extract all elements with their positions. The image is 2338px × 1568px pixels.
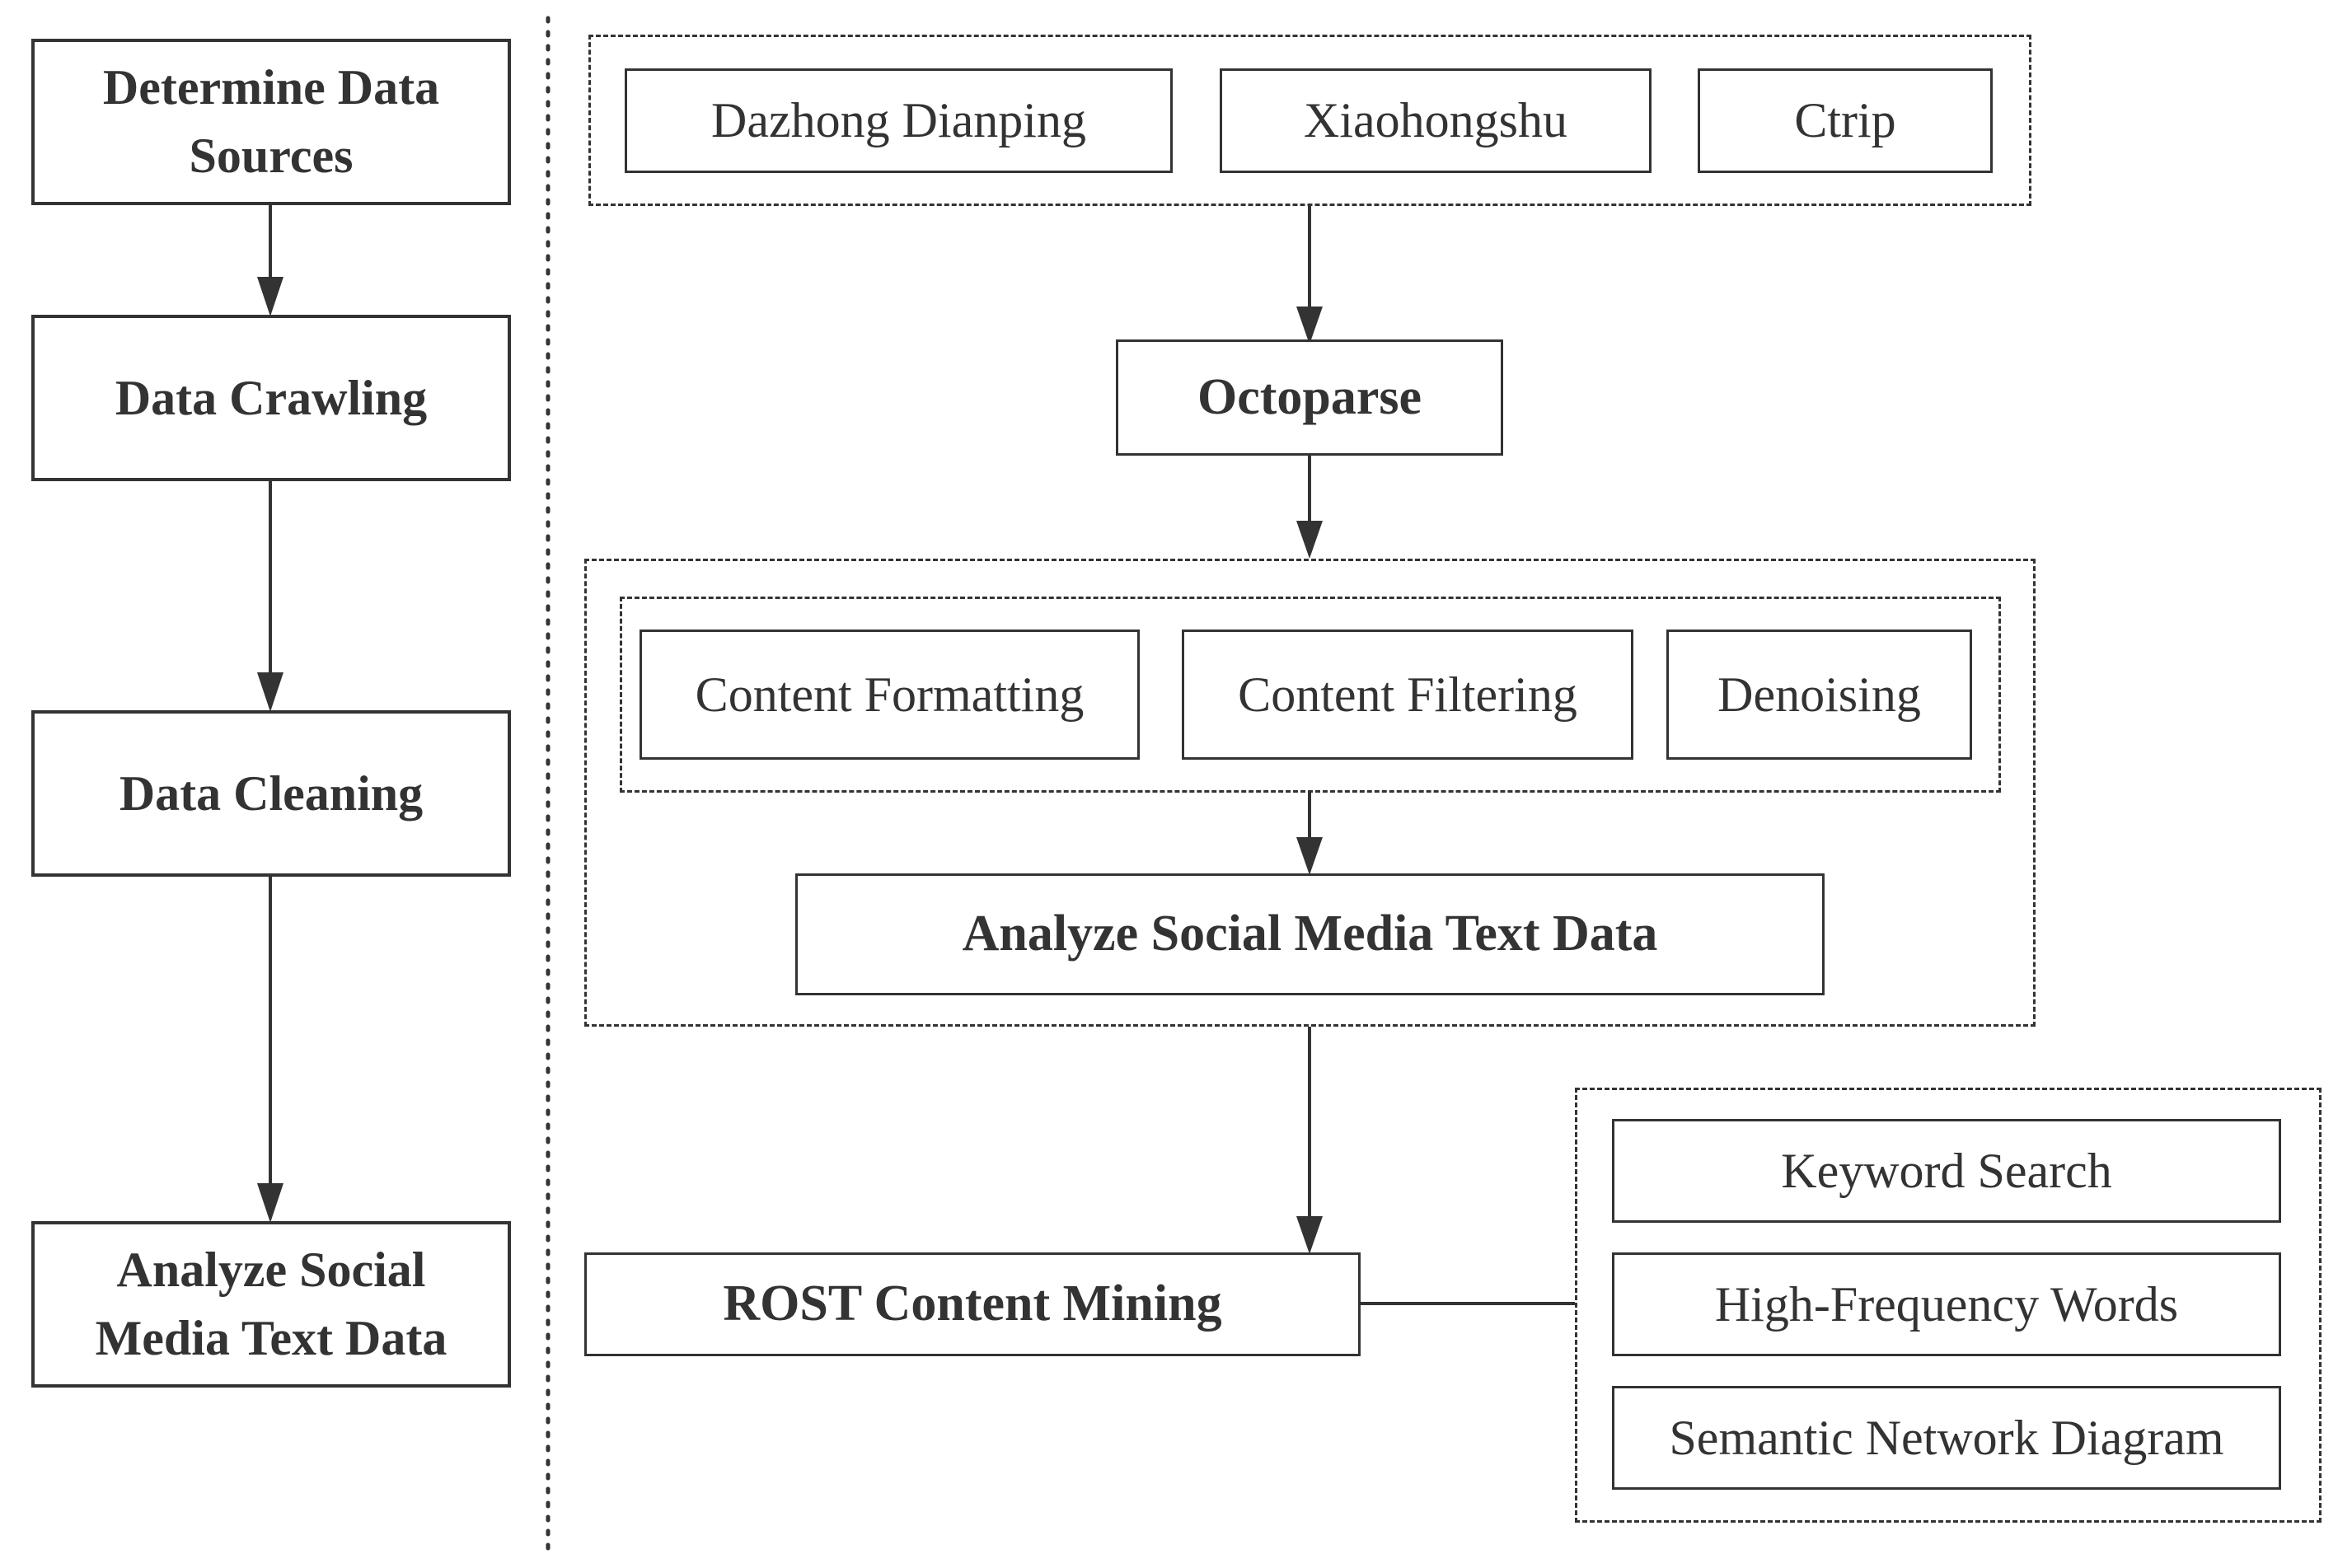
source-xiaohongshu: Xiaohongshu: [1220, 68, 1652, 173]
source-label: Xiaohongshu: [1304, 93, 1567, 148]
outputs-group: [1575, 1088, 2322, 1523]
arrowhead: [257, 277, 283, 316]
output-keyword-search: Keyword Search: [1612, 1119, 2281, 1223]
step-label: Data Crawling: [115, 370, 428, 425]
analysis-box: Analyze Social Media Text Data: [795, 873, 1825, 995]
tool-rost-content-mining: ROST Content Mining: [584, 1252, 1361, 1356]
step-analyze-social-media-text-data: Analyze Social Media Text Data: [31, 1221, 511, 1388]
step-label: Data Cleaning: [119, 765, 424, 821]
source-dazhong-dianping: Dazhong Dianping: [625, 68, 1173, 173]
step-determine-data-sources: Determine Data Sources: [31, 39, 511, 205]
cleaning-content-formatting: Content Formatting: [640, 630, 1140, 760]
tool-octoparse: Octoparse: [1116, 339, 1503, 456]
output-label: High-Frequency Words: [1714, 1276, 2179, 1332]
step-label: Analyze Social Media Text Data: [95, 1243, 447, 1365]
tool-label: Octoparse: [1197, 368, 1422, 425]
cleaning-label: Content Filtering: [1238, 667, 1577, 722]
cleaning-denoising: Denoising: [1666, 630, 1972, 760]
step-label: Determine Data Sources: [102, 60, 440, 183]
arrowhead: [1296, 837, 1323, 875]
output-label: Keyword Search: [1781, 1143, 2112, 1198]
arrowhead: [1296, 307, 1323, 344]
data-sources-group: [588, 35, 2031, 206]
cleaning-label: Denoising: [1717, 667, 1921, 722]
arrowhead: [257, 1183, 283, 1223]
cleaning-group: [620, 597, 2001, 793]
cleaning-content-filtering: Content Filtering: [1182, 630, 1633, 760]
output-high-frequency-words: High-Frequency Words: [1612, 1252, 2281, 1356]
source-label: Dazhong Dianping: [711, 93, 1086, 148]
arrowhead: [257, 672, 283, 712]
step-data-crawling: Data Crawling: [31, 315, 511, 481]
source-ctrip: Ctrip: [1698, 68, 1993, 173]
cleaning-label: Content Formatting: [695, 667, 1085, 722]
arrowhead: [1296, 521, 1323, 559]
mining-label: ROST Content Mining: [723, 1275, 1222, 1332]
output-label: Semantic Network Diagram: [1669, 1410, 2224, 1465]
arrowhead: [1296, 1216, 1323, 1254]
output-semantic-network-diagram: Semantic Network Diagram: [1612, 1386, 2281, 1490]
source-label: Ctrip: [1794, 93, 1896, 148]
cleaning-analysis-group: [584, 559, 2036, 1027]
step-data-cleaning: Data Cleaning: [31, 710, 511, 877]
analysis-label: Analyze Social Media Text Data: [962, 906, 1658, 962]
